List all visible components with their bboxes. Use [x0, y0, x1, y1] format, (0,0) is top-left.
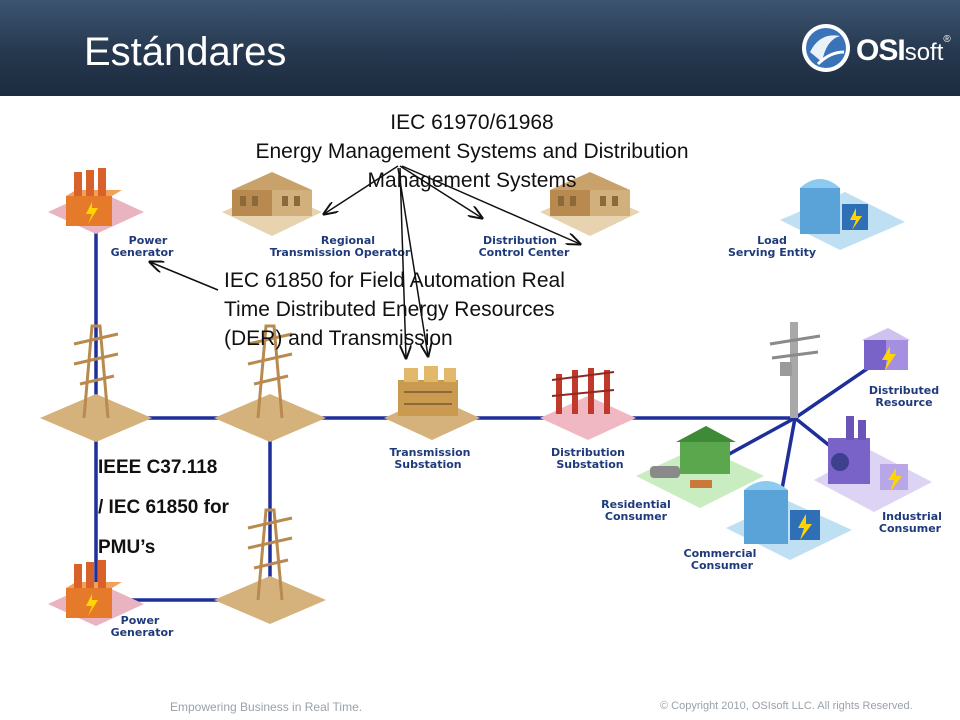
annotation-ieee-line-1: IEEE C37.118: [98, 457, 218, 478]
transmission-substation-icon: [384, 366, 480, 440]
distributed-resource-icon: [862, 328, 910, 372]
annotation-iec61970-line-1: IEC 61970/61968: [390, 111, 554, 134]
transmission-tower-1-icon: [40, 324, 152, 442]
annotation-iec61850-line-1: IEC 61850 for Field Automation Real: [224, 269, 565, 292]
regional-transmission-operator-label-1: Regional: [321, 234, 375, 247]
annotation-iec61970-line-3: Management Systems: [367, 169, 577, 192]
logo-brand-bold: OSI: [856, 34, 906, 67]
slide-header: Estándares OSIsoft®: [0, 0, 960, 96]
power-generator-bottom-icon: [48, 560, 144, 626]
osisoft-logo: OSIsoft®: [800, 22, 951, 78]
annotation-arrows: [150, 165, 580, 358]
transmission-substation-label-1: Transmission: [389, 446, 470, 459]
footer-tagline: Empowering Business in Real Time.: [170, 700, 363, 714]
logo-brand-rest: soft: [904, 39, 944, 66]
grid-diagram: Power Generator Regional Transmission Op…: [40, 165, 942, 639]
distribution-control-center-icon: [540, 172, 640, 236]
osisoft-logo-mark-icon: [802, 24, 850, 72]
footer-copyright: © Copyright 2010, OSIsoft LLC. All right…: [660, 700, 913, 712]
power-generator-top-label-2: Generator: [111, 246, 174, 259]
industrial-consumer-label-1: Industrial: [882, 510, 942, 523]
distributed-resource-label-1: Distributed: [869, 384, 939, 397]
residential-consumer-label-2: Consumer: [605, 510, 668, 523]
distribution-substation-label-1: Distribution: [551, 446, 625, 459]
slide-title: Estándares: [84, 30, 287, 74]
residential-consumer-icon: [636, 426, 764, 508]
annotation-ieee-c37118: IEEE C37.118 / IEC 61850 for PMU’s: [98, 448, 298, 568]
annotation-iec61850-line-3: (DER) and Transmission: [224, 327, 453, 350]
annotation-iec61970-line-2: Energy Management Systems and Distributi…: [255, 140, 689, 163]
annotation-iec61850: IEC 61850 for Field Automation Real Time…: [224, 266, 624, 353]
distribution-control-center-label-1: Distribution: [483, 234, 557, 247]
power-generator-bottom-label-1: Power: [121, 614, 160, 627]
logo-reg-mark: ®: [943, 34, 950, 45]
transmission-tower-3-icon: [214, 508, 326, 624]
transmission-tower-2-icon: [214, 324, 326, 442]
commercial-consumer-icon: [726, 481, 852, 560]
regional-transmission-operator-label-2: Transmission Operator: [270, 246, 411, 259]
transmission-substation-label-2: Substation: [394, 458, 461, 471]
power-generator-bottom-label-2: Generator: [111, 626, 174, 639]
distribution-substation-label-2: Substation: [556, 458, 623, 471]
load-serving-entity-icon: [780, 179, 905, 250]
utility-pole-icon: [769, 322, 821, 418]
regional-transmission-operator-icon: [222, 172, 322, 236]
commercial-consumer-label-2: Consumer: [691, 559, 754, 572]
industrial-consumer-label-2: Consumer: [879, 522, 942, 535]
annotation-ieee-line-2: / IEC 61850 for: [98, 497, 229, 518]
annotation-iec61970: IEC 61970/61968 Energy Management System…: [140, 108, 804, 195]
distributed-resource-label-2: Resource: [875, 396, 932, 409]
industrial-consumer-icon: [814, 416, 932, 512]
load-serving-entity-label-2: Serving Entity: [728, 246, 816, 259]
osisoft-logo-text: OSIsoft®: [856, 34, 951, 68]
distribution-control-center-label-2: Control Center: [479, 246, 570, 259]
annotation-iec61850-line-2: Time Distributed Energy Resources: [224, 298, 555, 321]
power-generator-top-label-1: Power: [129, 234, 168, 247]
annotation-ieee-line-3: PMU’s: [98, 537, 156, 558]
commercial-consumer-label-1: Commercial: [684, 547, 757, 560]
load-serving-entity-label-1: Load: [757, 234, 787, 247]
residential-consumer-label-1: Residential: [601, 498, 671, 511]
power-generator-top-icon: [48, 168, 144, 234]
distribution-substation-icon: [540, 368, 636, 440]
